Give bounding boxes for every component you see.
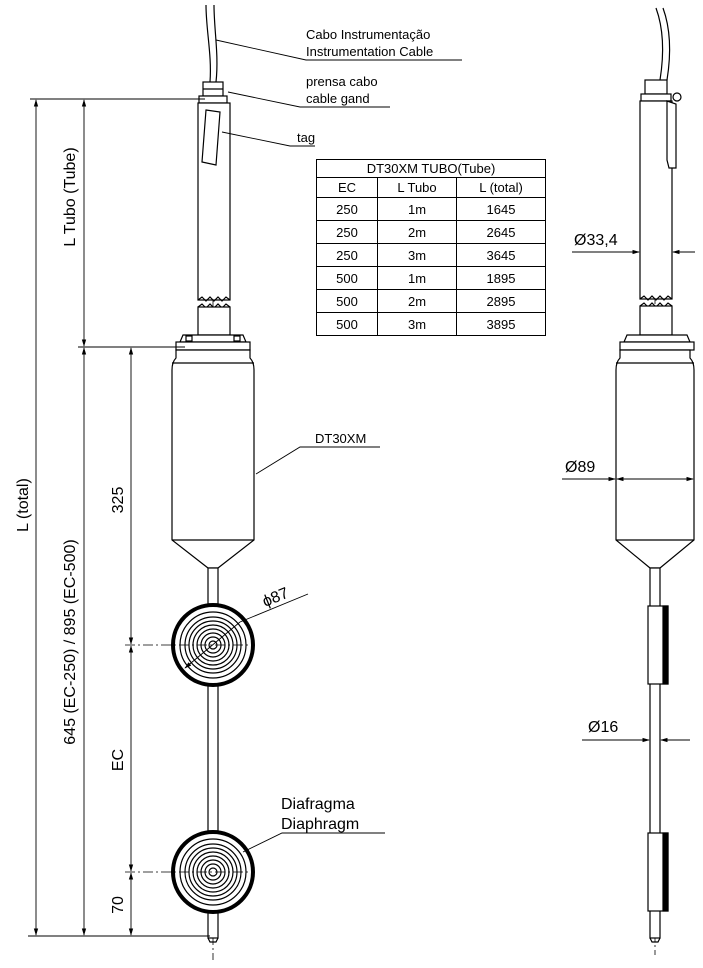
table-cell: 500 (316, 312, 378, 336)
label-diaphragm-en: Diaphragm (281, 816, 359, 833)
table-cell: 1m (377, 197, 457, 221)
label-cable-en: Instrumentation Cable (306, 44, 433, 59)
side-view (615, 7, 695, 955)
table-row: 500 1m 1895 (316, 266, 546, 290)
dim-phi87: ϕ87 (260, 585, 291, 611)
table-cell: 3m (377, 243, 457, 267)
table-cell: 1m (377, 266, 457, 290)
side-dimension-lines (562, 249, 695, 743)
table-cell: 2645 (456, 220, 546, 244)
table-cell: 250 (316, 243, 378, 267)
table-cell: 500 (316, 266, 378, 290)
dim-70: 70 (110, 896, 127, 914)
table-cell: 1645 (456, 197, 546, 221)
table-header-ltubo: L Tubo (377, 177, 457, 198)
table-cell: 500 (316, 289, 378, 313)
dim-ec: EC (110, 749, 127, 771)
label-gland-en: cable gand (306, 91, 370, 106)
table-cell: 3645 (456, 243, 546, 267)
table-cell: 2m (377, 220, 457, 244)
label-tag: tag (297, 130, 315, 145)
instrumentation-cable (205, 4, 218, 83)
dim-d16: Ø16 (588, 719, 618, 736)
dim-l-tubo: L Tubo (Tube) (62, 147, 79, 246)
tube-lower (197, 306, 231, 336)
dim-l-total: L (total) (15, 478, 32, 532)
spec-table: DT30XM TUBO(Tube) EC L Tubo L (total) 25… (316, 159, 546, 336)
table-cell: 3m (377, 312, 457, 336)
label-diaphragm-pt: Diafragma (281, 796, 355, 813)
dim-645-895: 645 (EC-250) / 895 (EC-500) (62, 539, 79, 744)
table-row: 250 1m 1645 (316, 197, 546, 221)
label-gland-pt: prensa cabo (306, 74, 378, 89)
dim-d33: Ø33,4 (574, 232, 618, 249)
table-header-ec: EC (316, 177, 378, 198)
table-title: DT30XM TUBO(Tube) (316, 159, 546, 178)
table-row: 250 2m 2645 (316, 220, 546, 244)
diaphragm-upper (171, 603, 255, 687)
table-cell: 2m (377, 289, 457, 313)
sensor-rod (207, 567, 219, 939)
table-row: 500 3m 3895 (316, 312, 546, 336)
label-cable-pt: Cabo Instrumentação (306, 27, 430, 42)
table-row: 500 2m 2895 (316, 289, 546, 313)
table-header-ltotal: L (total) (456, 177, 546, 198)
dimension-lines (28, 39, 462, 937)
dim-325: 325 (110, 487, 127, 514)
table-cell: 3895 (456, 312, 546, 336)
tag-plate (201, 109, 221, 166)
table-cell: 1895 (456, 266, 546, 290)
label-model: DT30XM (315, 431, 366, 446)
sensor-body-DT30XM (171, 349, 255, 569)
table-cell: 250 (316, 220, 378, 244)
table-row: 250 3m 3645 (316, 243, 546, 267)
front-view (125, 4, 255, 960)
dim-d89: Ø89 (565, 459, 595, 476)
table-cell: 250 (316, 197, 378, 221)
table-cell: 2895 (456, 289, 546, 313)
